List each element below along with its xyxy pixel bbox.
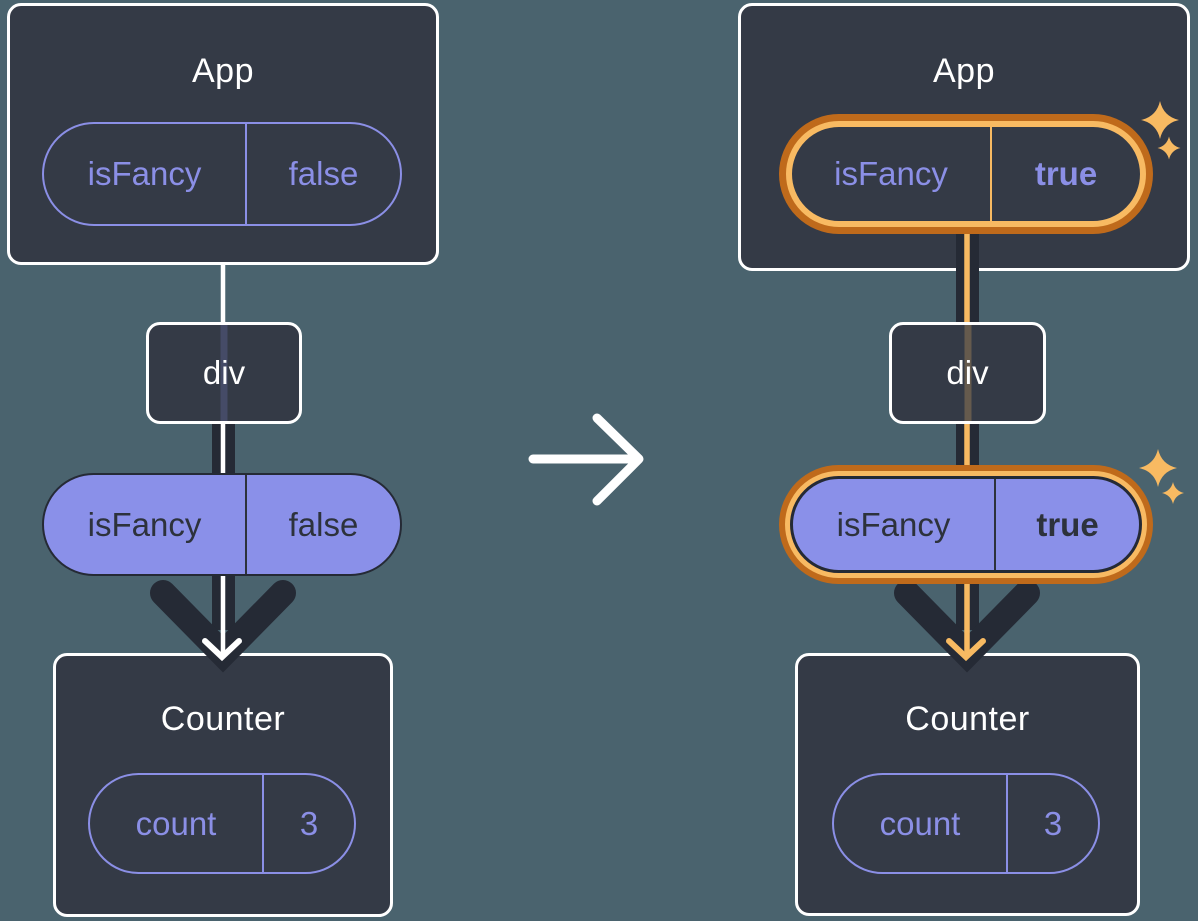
arrowhead-dark-icon xyxy=(150,580,296,673)
sparkle-icon xyxy=(1162,482,1184,504)
arrowhead-dark-icon xyxy=(894,580,1040,673)
state-name-label: isFancy xyxy=(44,124,247,224)
sparkle-icon xyxy=(1139,449,1177,487)
state-name-label: isFancy xyxy=(792,127,992,221)
prop-name-label: isFancy xyxy=(793,479,996,570)
counter-state-pill: count 3 xyxy=(88,773,356,874)
prop-value-label: true xyxy=(1036,505,1099,543)
state-value-label: 3 xyxy=(1043,804,1063,842)
prop-value-label: false xyxy=(288,505,359,543)
app-state-pill-highlighted: isFancy true xyxy=(786,121,1146,227)
prop-name-label: isFancy xyxy=(44,475,247,574)
prop-pill-highlighted: isFancy true xyxy=(790,476,1142,573)
counter-state-pill: count 3 xyxy=(832,773,1100,874)
div-label: div xyxy=(202,354,246,391)
state-name-label: count xyxy=(834,775,1008,872)
state-value-label: 3 xyxy=(299,804,319,842)
counter-title: Counter xyxy=(160,700,286,738)
div-node: div xyxy=(889,322,1046,424)
prop-pill: isFancy false xyxy=(42,473,402,576)
app-title: App xyxy=(933,52,995,90)
state-value-label: false xyxy=(288,155,359,192)
div-node: div xyxy=(146,322,302,424)
counter-title: Counter xyxy=(905,700,1030,738)
div-label: div xyxy=(946,354,989,391)
app-title: App xyxy=(192,52,254,90)
transition-arrow-icon xyxy=(528,413,644,506)
app-state-pill: isFancy false xyxy=(42,122,402,226)
state-name-label: count xyxy=(90,775,264,872)
state-value-label: true xyxy=(1034,155,1098,192)
